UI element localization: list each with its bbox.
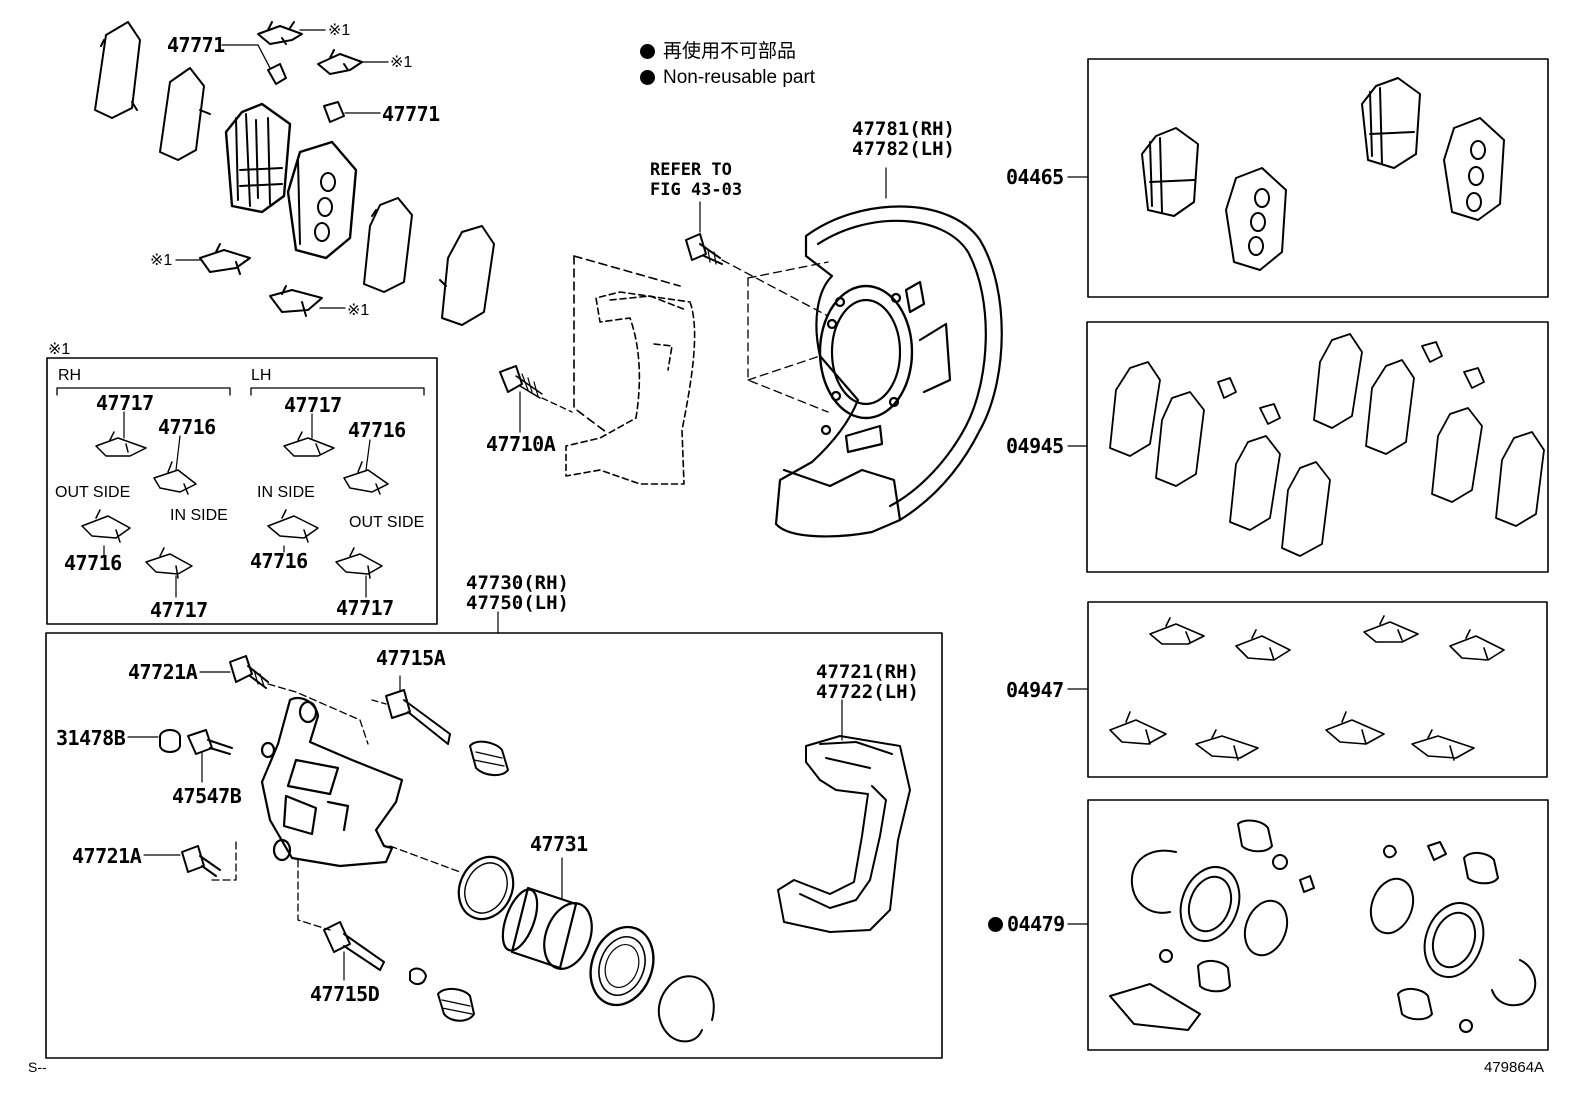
pad-support-clip-mid [199,243,251,275]
disc-brake-dust-cover [774,205,1003,538]
callout-kit-04945[interactable]: 04945 [1006,434,1064,458]
bolt-47721A-bottom [181,845,221,877]
caliper-mounting-bracket [777,735,911,933]
callout-47721A-bottom[interactable]: 47721A [72,844,142,868]
anti-squeal-shim-b [439,225,495,326]
guide-pin-47715D [323,921,385,971]
piston-47731 [501,886,593,970]
piston-boot [589,925,655,1007]
callout-47721A-top[interactable]: 47721A [128,660,198,684]
caliper-bracket-outline [565,255,696,485]
kit-04479-seals [1109,819,1537,1033]
inset-lh-47717-bottom[interactable]: 47717 [336,596,394,620]
note-mark-1a: ※1 [328,22,351,39]
callout-mounting-bracket[interactable]: 47721(RH) 47722(LH) [816,661,919,703]
mounting-bolt-47710A [499,365,543,399]
legend-non-reusable-jp: 再使用不可部品 [640,42,796,61]
callout-47710A[interactable]: 47710A [486,432,556,456]
kit-04945-shims [1109,333,1545,557]
brake-pad-shim-outer [94,21,141,119]
refer-line-1: REFER TO [650,160,732,180]
kit-04479-frame [1087,799,1549,1051]
callout-47547B[interactable]: 47547B [172,784,242,808]
guide-pin-boot-top [469,740,509,776]
pad-wear-indicator-b [323,101,345,123]
inset-lh-47717-top[interactable]: 47717 [284,393,342,417]
callout-47781-rh: 47781(RH) [852,118,955,140]
inset-rh-47716-top[interactable]: 47716 [158,415,216,439]
callout-31478B[interactable]: 31478B [56,726,126,750]
guide-pin-47715A [385,689,451,745]
note-mark-1b: ※1 [390,54,413,71]
refer-bolt [685,233,723,265]
note-mark-1d: ※1 [347,302,370,319]
callout-kit-04479-number: 04479 [1007,912,1065,936]
legend-en-text: Non-reusable part [663,67,816,88]
guide-pin-boot-bottom [409,967,475,1022]
pad-wear-indicator-a [267,63,287,85]
kit-04465-pads [1141,77,1505,271]
callout-kit-04479[interactable]: 04479 [988,914,1065,934]
caliper-assembly-frame [45,632,943,1059]
callout-dust-cover[interactable]: 47781(RH) 47782(LH) [852,118,955,160]
non-reusable-bullet-icon [640,70,655,85]
callout-47730-rh: 47730(RH) [466,572,569,594]
pad-support-clip-top-b [317,49,363,75]
callout-47782-lh: 47782(LH) [852,137,955,160]
callout-47715A[interactable]: 47715A [376,646,446,670]
inset-rh-47717-bottom[interactable]: 47717 [150,598,208,622]
caliper-cylinder-body [260,696,404,868]
callout-47722-lh: 47722(LH) [816,680,919,703]
callout-47731[interactable]: 47731 [530,832,588,856]
inset-lh-47716-top[interactable]: 47716 [348,418,406,442]
bolt-47721A-top [229,655,269,689]
brake-pad-outer [224,102,292,214]
snap-ring [657,975,715,1043]
brake-pad-shim-inner [159,67,211,161]
callout-47721-rh: 47721(RH) [816,661,919,683]
non-reusable-bullet-icon [988,917,1003,932]
non-reusable-bullet-icon [640,44,655,59]
callout-47771-mid[interactable]: 47771 [382,102,440,126]
note-mark-1c: ※1 [150,252,173,269]
inset-title: ※1 [48,341,71,358]
bleeder-cap-31478B [159,729,181,753]
kit-04465-frame [1087,58,1549,298]
callout-kit-04465[interactable]: 04465 [1006,165,1064,189]
legend-non-reusable-en: Non-reusable part [640,68,815,87]
inset-rh-47717-top[interactable]: 47717 [96,391,154,415]
kit-04947-frame [1087,601,1548,778]
inset-lh-label: LH [251,367,272,384]
piston-seal-ring [457,855,515,921]
anti-squeal-shim-a [363,197,413,293]
callout-47771-top[interactable]: 47771 [167,33,225,57]
bleeder-plug-47547B [187,729,233,755]
inset-rh-label: RH [58,367,82,384]
inset-frame [46,357,438,625]
pad-support-clip-low [269,285,323,317]
inset-rh-in-side: IN SIDE [170,507,228,524]
callout-kit-04947[interactable]: 04947 [1006,678,1064,702]
inset-rh-out-side: OUT SIDE [55,484,131,501]
inset-lh-in-side: IN SIDE [257,484,315,501]
refer-line-2: FIG 43-03 [650,180,743,201]
inset-lh-out-side: OUT SIDE [349,514,425,531]
refer-to-figure[interactable]: REFER TO FIG 43-03 [650,160,742,201]
callout-47715D[interactable]: 47715D [310,982,380,1006]
kit-04945-frame [1086,321,1549,573]
pad-support-clip-top-a [257,21,303,45]
brake-pad-inner [286,140,358,260]
footer-left-code: S-- [28,1059,47,1075]
kit-04947-clips [1109,615,1505,761]
callout-caliper-assembly[interactable]: 47730(RH) 47750(LH) [466,572,569,614]
inset-lh-47716-bottom[interactable]: 47716 [250,549,308,573]
diagram-id: 479864A [1484,1059,1545,1076]
legend-jp-text: 再使用不可部品 [663,41,797,62]
callout-47750-lh: 47750(LH) [466,591,569,614]
inset-rh-47716-bottom[interactable]: 47716 [64,551,122,575]
